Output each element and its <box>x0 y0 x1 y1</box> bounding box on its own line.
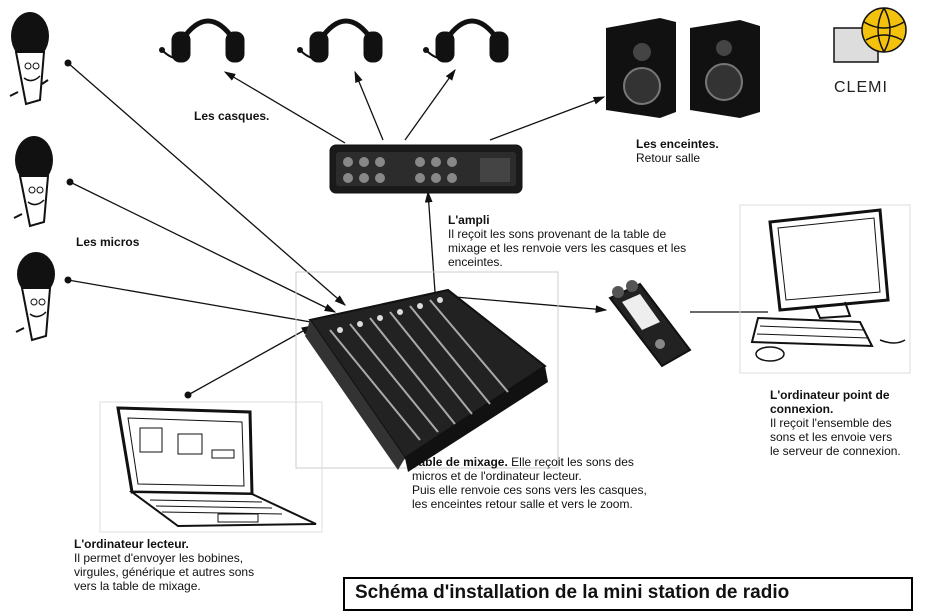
ordi-conn-desc-1: Il reçoit l'ensemble des <box>770 416 892 430</box>
table-desc-2: micros et de l'ordinateur lecteur. <box>412 469 582 483</box>
label-micros: Les micros <box>76 235 140 249</box>
diagram-title: Schéma d'installation de la mini station… <box>355 582 790 603</box>
line-ampli-headset3 <box>404 68 456 141</box>
connexion-computer <box>739 204 911 374</box>
microphone-1 <box>9 12 49 106</box>
clemi-logo-text: CLEMI <box>834 79 888 96</box>
headset-2 <box>297 18 383 63</box>
connection-lines <box>64 59 768 399</box>
ordi-lect-desc-1: Il permet d'envoyer les bobines, <box>74 551 244 565</box>
ordi-conn-desc-2: sons et les envoie vers <box>770 430 893 444</box>
ordi-lect-title: L'ordinateur lecteur. <box>74 537 189 551</box>
table-desc-4: les enceintes retour salle et vers le zo… <box>412 497 633 511</box>
diagram-title-box: Schéma d'installation de la mini station… <box>343 577 913 611</box>
line-mixer-ampli <box>424 190 436 293</box>
laptop-lecteur <box>99 401 323 533</box>
label-ampli: L'ampli Il reçoit les sons provenant de … <box>448 213 748 269</box>
ordi-conn-title-1: L'ordinateur point de <box>770 388 890 402</box>
clemi-logo: CLEMI <box>833 7 907 96</box>
table-desc-1: Elle reçoit les sons des <box>507 455 634 469</box>
line-laptop-mixer <box>187 325 314 396</box>
headset-1 <box>159 18 245 63</box>
line-ampli-speakers <box>489 96 606 141</box>
speakers <box>606 18 760 118</box>
ordi-conn-desc-3: le serveur de connexion. <box>770 444 901 458</box>
mixing-table <box>295 271 559 472</box>
line-mic3-mixer <box>67 279 330 328</box>
ordi-lect-desc-3: vers la table de mixage. <box>74 579 201 593</box>
amplifier <box>329 144 523 194</box>
line-ampli-headset1 <box>223 71 346 144</box>
table-desc-3: Puis elle renvoie ces sons vers les casq… <box>412 483 647 497</box>
line-ampli-headset2 <box>354 70 384 141</box>
label-enceintes: Les enceintes. Retour salle <box>636 137 719 165</box>
microphone-2 <box>13 136 53 228</box>
label-casques: Les casques. <box>194 109 270 123</box>
ampli-title: L'ampli <box>448 213 490 227</box>
ampli-desc-2: mixage et les renvoie vers les casques e… <box>448 241 687 255</box>
headset-3 <box>423 18 509 63</box>
line-mic1-mixer <box>67 62 346 306</box>
ampli-desc-3: enceintes. <box>448 255 503 269</box>
label-table-mixage: Table de mixage. Elle reçoit les sons de… <box>412 455 722 511</box>
table-title: Table de mixage. <box>412 455 508 469</box>
enceintes-sub: Retour salle <box>636 151 701 165</box>
microphone-3 <box>15 252 55 342</box>
zoom-recorder <box>608 280 692 368</box>
line-mic2-mixer <box>69 181 337 313</box>
ordi-lect-desc-2: virgules, générique et autres sons <box>74 565 255 579</box>
diagram-canvas: CLEMI <box>9 7 911 533</box>
ampli-desc-1: Il reçoit les sons provenant de la table… <box>448 227 667 241</box>
ordi-conn-title-2: connexion. <box>770 402 834 416</box>
label-ordinateur-connexion: L'ordinateur point de connexion. Il reço… <box>770 388 928 458</box>
enceintes-title: Les enceintes. <box>636 137 719 151</box>
line-mixer-zoom <box>454 296 608 313</box>
label-ordinateur-lecteur: L'ordinateur lecteur. Il permet d'envoye… <box>74 537 304 593</box>
